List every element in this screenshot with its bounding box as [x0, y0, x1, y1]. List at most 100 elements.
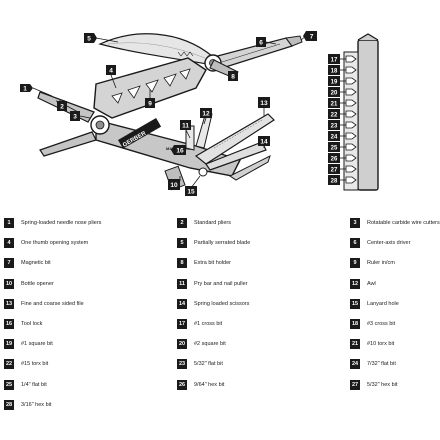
hex-bit-icon — [345, 77, 357, 85]
legend-number: 23 — [177, 359, 187, 370]
bit-callout-number: 26 — [331, 156, 338, 162]
legend-number: 24 — [350, 359, 360, 370]
driver-drawing — [204, 35, 303, 79]
bit-callout-number: 20 — [331, 90, 338, 96]
svg-text:1: 1 — [23, 86, 27, 93]
bit-22: 22 — [328, 109, 357, 119]
legend-item-21: 21 #10 torx bit — [350, 338, 394, 350]
svg-text:2: 2 — [60, 104, 64, 111]
callout-5: 5 — [84, 33, 97, 43]
legend-label: Pry bar and nail puller — [194, 280, 248, 287]
bit-callout-number: 17 — [331, 57, 338, 63]
callout-10: 10 — [168, 179, 180, 190]
legend-number: 19 — [4, 339, 14, 350]
hex-bit-icon — [345, 66, 357, 74]
legend-number: 15 — [350, 298, 360, 309]
bit-17: 17 — [328, 54, 357, 64]
bit-27: 27 — [328, 164, 357, 174]
legend-item-22: 22#15 torx bit — [4, 358, 48, 370]
legend-label: 1/4" flat bit — [21, 381, 47, 388]
legend-label: Spring loaded scissors — [194, 300, 250, 307]
bit-callout-number: 25 — [331, 145, 338, 151]
hex-bit-icon — [345, 110, 357, 118]
callout-1: 1 — [20, 84, 33, 93]
legend-item-2: 2 Standard pliers — [177, 217, 231, 229]
legend-label: Ruler in/cm — [367, 260, 395, 267]
legend-number: 6 — [350, 238, 360, 249]
legend-number: 11 — [177, 278, 187, 289]
legend-number: 20 — [177, 339, 187, 350]
svg-text:10: 10 — [170, 182, 178, 189]
legend-label: #10 torx bit — [367, 341, 395, 348]
legend-number: 8 — [177, 258, 187, 269]
legend-label: #15 torx bit — [21, 361, 49, 368]
legend-number: 2 — [177, 218, 187, 228]
legend-label: Standard pliers — [194, 220, 231, 226]
callout-15: 15 — [185, 186, 197, 196]
svg-text:9: 9 — [148, 101, 152, 108]
legend-item-6: 6 Center-axis driver — [350, 237, 410, 249]
legend-label: #2 square bit — [194, 341, 226, 348]
bit-24: 24 — [328, 131, 357, 141]
legend-number: 21 — [350, 339, 360, 350]
legend-number: 13 — [4, 298, 14, 309]
bit-callout-number: 23 — [331, 123, 338, 129]
callout-12: 12 — [200, 108, 212, 118]
legend-number: 10 — [4, 278, 14, 289]
hex-bit-icon — [345, 176, 357, 184]
legend-item-18: 18#3 cross bit — [350, 318, 395, 330]
legend-number: 7 — [4, 258, 14, 269]
bit-19: 19 — [328, 76, 357, 86]
legend-label: Partially serrated blade — [194, 240, 251, 247]
legend-label: 5/32" flat bit — [194, 361, 223, 368]
legend-number: 18 — [350, 319, 360, 329]
legend-number: 5 — [177, 238, 187, 249]
svg-text:7: 7 — [310, 34, 314, 41]
bit-18: 18 — [328, 65, 357, 75]
legend-number: 17 — [177, 319, 187, 329]
bit-holder-drawing — [343, 33, 379, 191]
hex-bit-icon — [345, 165, 357, 173]
legend-item-20: 20 #2 square bit — [177, 338, 226, 350]
legend-label: 7/32" flat bit — [367, 361, 396, 368]
hex-bit-icon — [345, 88, 357, 96]
bit-callout-number: 19 — [331, 79, 338, 85]
callout-3: 3 — [70, 111, 80, 121]
legend-label: 3/16" hex bit — [21, 401, 52, 408]
legend-label: One thumb opening system — [21, 240, 89, 247]
legend-label: Magnetic bit — [21, 260, 51, 267]
lower-tools-drawing — [164, 111, 275, 191]
callout-8: 8 — [228, 71, 238, 81]
callouts: 1 2 3 4 5 6 7 8 9 10 11 12 13 14 15 16 — [20, 31, 317, 196]
legend-number: 14 — [177, 298, 187, 309]
legend-label: Center-axis driver — [367, 240, 411, 247]
hex-bit-icon — [345, 143, 357, 151]
svg-text:16: 16 — [176, 148, 184, 155]
legend-item-24: 24 7/32" flat bit — [350, 358, 396, 370]
legend-label: #1 cross bit — [194, 321, 223, 327]
legend-label: 9/64" hex bit — [194, 381, 225, 388]
legend-label: 5/32" hex bit — [367, 381, 398, 388]
bit-26: 26 — [328, 153, 357, 163]
hex-bit-icon — [345, 121, 357, 129]
bit-28: 28 — [328, 175, 357, 185]
legend-label: Fine and coarse sided file — [21, 300, 84, 307]
svg-text:4: 4 — [109, 68, 113, 75]
legend-number: 3 — [350, 218, 360, 228]
svg-text:13: 13 — [260, 100, 268, 107]
legend-item-5: 5 Partially serrated blade — [177, 237, 250, 249]
